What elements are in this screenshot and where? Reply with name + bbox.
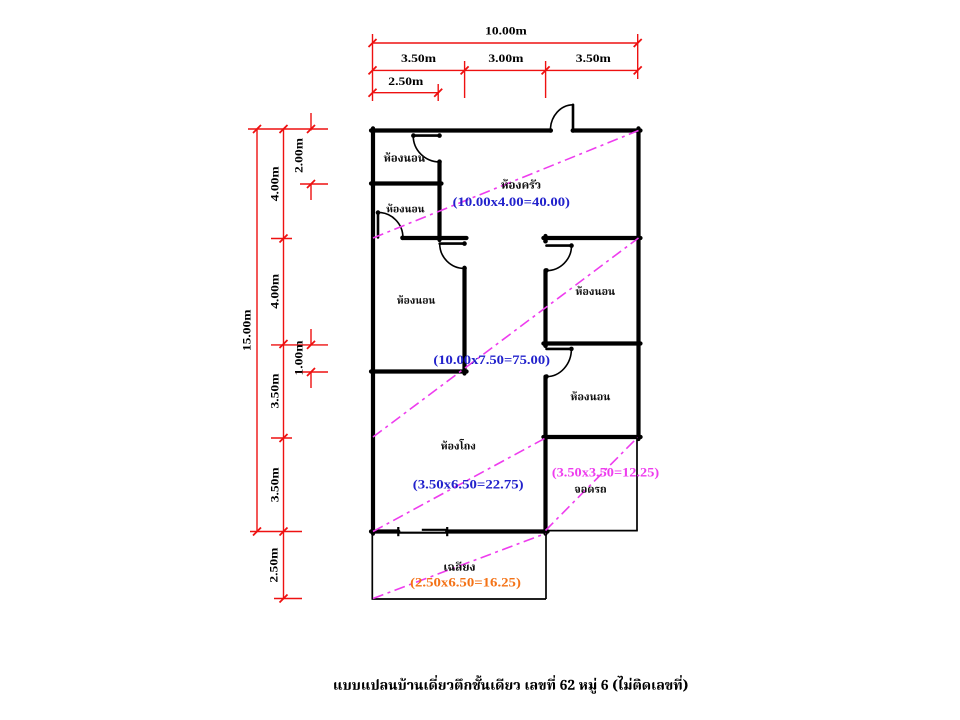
svg-text:(10.00x7.50=75.00): (10.00x7.50=75.00) [433,353,550,367]
svg-text:3.50m: 3.50m [576,51,611,65]
svg-text:2.50m: 2.50m [388,74,423,88]
svg-text:3.00m: 3.00m [488,51,523,65]
svg-text:2.50m: 2.50m [267,548,281,583]
svg-text:1.00m: 1.00m [292,341,306,376]
svg-text:4.00m: 4.00m [268,166,282,201]
svg-text:4.00m: 4.00m [268,274,282,309]
svg-text:3.50m: 3.50m [268,467,282,502]
svg-text:(10.00x4.00=40.00): (10.00x4.00=40.00) [453,195,570,209]
svg-text:(3.50x3.50=12.25): (3.50x3.50=12.25) [552,465,659,479]
svg-text:(2.50x6.50=16.25): (2.50x6.50=16.25) [410,576,521,590]
svg-text:15.00m: 15.00m [240,309,254,351]
svg-text:10.00m: 10.00m [485,24,527,38]
svg-text:(3.50x6.50=22.75): (3.50x6.50=22.75) [413,478,524,492]
svg-text:3.50m: 3.50m [401,51,436,65]
svg-text:2.00m: 2.00m [292,138,306,173]
svg-text:3.50m: 3.50m [268,374,282,409]
